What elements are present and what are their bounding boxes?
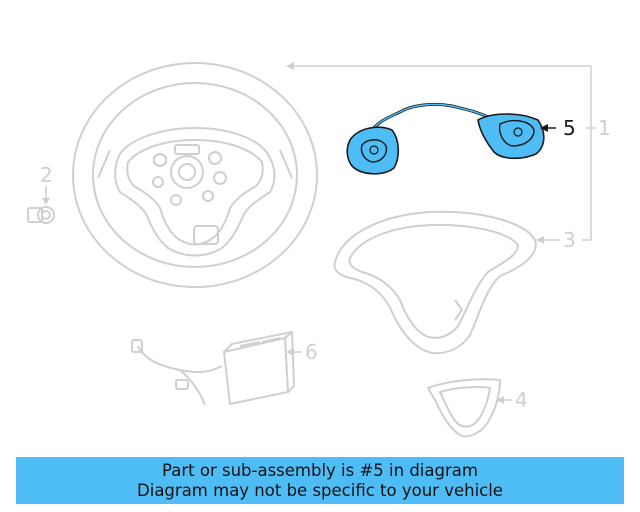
banner-line-disclaimer: Diagram may not be specific to your vehi… [137,480,503,500]
callout-3: 3 [563,228,576,252]
callout-5: 5 [563,116,576,140]
leader-lines [290,65,596,401]
leader-arrow-2 [42,198,50,205]
parts-diagram: 1 2 3 4 5 6 [27,62,611,438]
callout-4: 4 [515,388,528,412]
trim-cover-part-3 [333,210,537,355]
steering-wheel [72,62,318,288]
banner-line-part: Part or sub-assembly is #5 in diagram [162,460,478,480]
leader-arrows [286,62,544,404]
callout-2: 2 [40,163,53,187]
leader-arrow-5 [540,124,548,132]
bolt-part-2 [27,206,55,224]
bezel-part-4 [427,378,501,438]
switch-set-part-5 [346,102,545,175]
callout-6: 6 [305,340,318,364]
callout-1: 1 [598,116,611,140]
info-banner: Part or sub-assembly is #5 in diagram Di… [16,457,624,504]
module-part-6 [131,331,295,406]
